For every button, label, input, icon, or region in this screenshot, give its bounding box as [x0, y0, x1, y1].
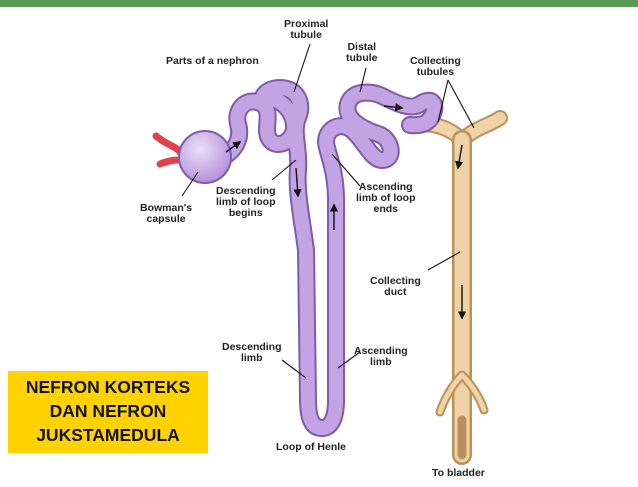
afferent-vessel-shape [152, 132, 186, 168]
collecting-duct-label: Collecting duct [370, 275, 421, 298]
leader-line [271, 159, 297, 181]
collecting-tubules-label: Collecting tubules [410, 55, 461, 78]
bowmans-capsule-label: Bowman's capsule [140, 202, 193, 225]
nephron-tube-shape [213, 79, 444, 437]
flow-arrow [383, 103, 404, 112]
ascending-limb-label: Ascending limb [354, 345, 408, 368]
ascending-limb-ends-label: Ascending limb of loop ends [356, 181, 416, 215]
leader-line [447, 79, 475, 129]
descending-limb-label: Descending limb [222, 341, 282, 364]
collecting-duct-shape [402, 110, 508, 465]
parts-of-nephron-title: Parts of a nephron [166, 55, 259, 67]
leader-lines [181, 43, 475, 379]
leader-line [427, 251, 461, 271]
flow-arrows [225, 103, 467, 320]
flow-arrow [455, 144, 464, 170]
leader-line [337, 351, 361, 369]
leader-line [359, 67, 367, 93]
leader-line [281, 359, 307, 379]
leader-line [331, 153, 361, 187]
leader-line [293, 43, 311, 93]
proximal-tubule-label: Proximal tubule [284, 18, 329, 41]
loop-of-henle-label: Loop of Henle [276, 441, 346, 453]
leader-line [437, 79, 449, 123]
top-accent-bar [0, 0, 638, 7]
bowmans-capsule-shape [178, 130, 232, 184]
distal-tubule-label: Distal tubule [346, 41, 378, 64]
to-bladder-label: To bladder [432, 467, 485, 479]
leader-line [181, 171, 199, 197]
descending-limb-begins-label: Descending limb of loop begins [216, 185, 276, 219]
flow-arrow [225, 141, 242, 153]
nephron-types-callout: NEFRON KORTEKS DAN NEFRON JUKSTAMEDULA [8, 371, 208, 453]
flow-arrow [293, 167, 302, 198]
